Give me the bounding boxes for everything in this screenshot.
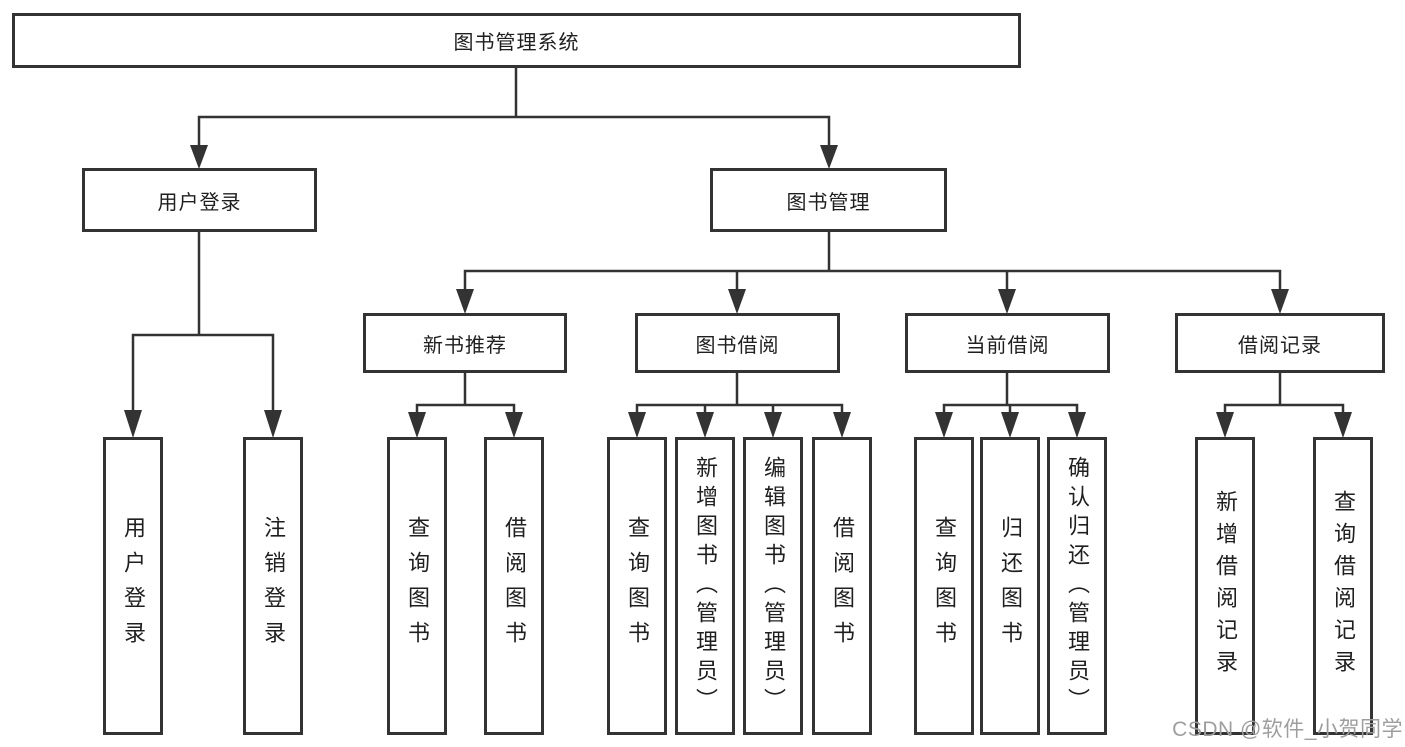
connector-root-to-level2: [190, 68, 838, 169]
connector-new-book-to-leaves: [408, 373, 523, 438]
node-label: 图书管理系统: [453, 32, 580, 54]
leaf-borrow-books-recommend: 借阅图书: [484, 437, 544, 735]
arrowhead: [1271, 289, 1289, 314]
node-book-management: 图书管理: [710, 168, 947, 232]
leaf-query-books-borrow: 查询图书: [607, 437, 667, 735]
leaf-borrow-books-borrow: 借阅图书: [812, 437, 872, 735]
leaf-user-login: 用户登录: [103, 437, 163, 735]
arrowhead: [408, 412, 426, 438]
node-label: 注销登录: [261, 516, 286, 656]
arrowhead: [696, 412, 714, 438]
connector-current-borrow-to-leaves: [935, 373, 1086, 438]
node-label: 新增借阅记录: [1213, 490, 1238, 682]
node-label: 编辑图书（管理员）: [761, 455, 786, 717]
node-label: 借阅图书: [502, 516, 527, 656]
node-label: 图书管理: [786, 191, 871, 214]
node-borrow-records: 借阅记录: [1175, 313, 1385, 373]
node-label: 用户登录: [121, 516, 146, 656]
leaf-logout: 注销登录: [243, 437, 303, 735]
connector-user-login-to-leaves: [124, 232, 282, 438]
node-label: 新增图书（管理员）: [693, 455, 718, 717]
node-book-borrow: 图书借阅: [635, 313, 840, 373]
node-label: 用户登录: [157, 191, 242, 214]
arrowhead: [190, 145, 208, 169]
arrowhead: [264, 410, 282, 438]
arrowhead: [833, 412, 851, 438]
arrowhead: [728, 289, 746, 314]
leaf-return-book: 归还图书: [980, 437, 1040, 735]
arrowhead: [764, 412, 782, 438]
connector-book-borrow-to-leaves: [628, 373, 851, 438]
node-label: 新书推荐: [423, 334, 507, 357]
connector-book-management-to-level3: [456, 232, 1289, 314]
leaf-query-books-current: 查询图书: [914, 437, 974, 735]
leaf-query-books-recommend: 查询图书: [387, 437, 447, 735]
node-current-borrow: 当前借阅: [905, 313, 1110, 373]
arrowhead: [505, 412, 523, 438]
leaf-edit-book-admin: 编辑图书（管理员）: [743, 437, 803, 735]
node-label: 查询图书: [932, 516, 957, 656]
arrowhead: [628, 412, 646, 438]
node-label: 归还图书: [998, 516, 1023, 656]
arrowhead: [1001, 412, 1019, 438]
leaf-add-book-admin: 新增图书（管理员）: [675, 437, 735, 735]
arrowhead: [1216, 412, 1234, 438]
watermark: CSDN @软件_小贺同学: [1172, 718, 1403, 741]
leaf-query-borrow-record: 查询借阅记录: [1313, 437, 1373, 735]
leaf-confirm-return-admin: 确认归还（管理员）: [1047, 437, 1107, 735]
node-label: 图书借阅: [695, 334, 780, 357]
node-label: 查询图书: [625, 516, 650, 656]
node-label: 查询借阅记录: [1331, 490, 1356, 682]
arrowhead: [1334, 412, 1352, 438]
node-user-login: 用户登录: [82, 168, 317, 232]
node-library-system: 图书管理系统: [12, 13, 1021, 68]
connector-borrow-records-to-leaves: [1216, 373, 1352, 438]
node-label: 查询图书: [405, 516, 430, 656]
node-new-book-recommend: 新书推荐: [363, 313, 567, 373]
node-label: 借阅图书: [830, 516, 855, 656]
arrowhead: [998, 289, 1016, 314]
node-label: 当前借阅: [965, 334, 1050, 357]
arrowhead: [456, 289, 474, 314]
arrowhead: [935, 412, 953, 438]
leaf-add-borrow-record: 新增借阅记录: [1195, 437, 1255, 735]
arrowhead: [820, 145, 838, 169]
node-label: 确认归还（管理员）: [1065, 455, 1090, 717]
node-label: 借阅记录: [1238, 334, 1322, 357]
arrowhead: [1068, 412, 1086, 438]
arrowhead: [124, 410, 142, 438]
